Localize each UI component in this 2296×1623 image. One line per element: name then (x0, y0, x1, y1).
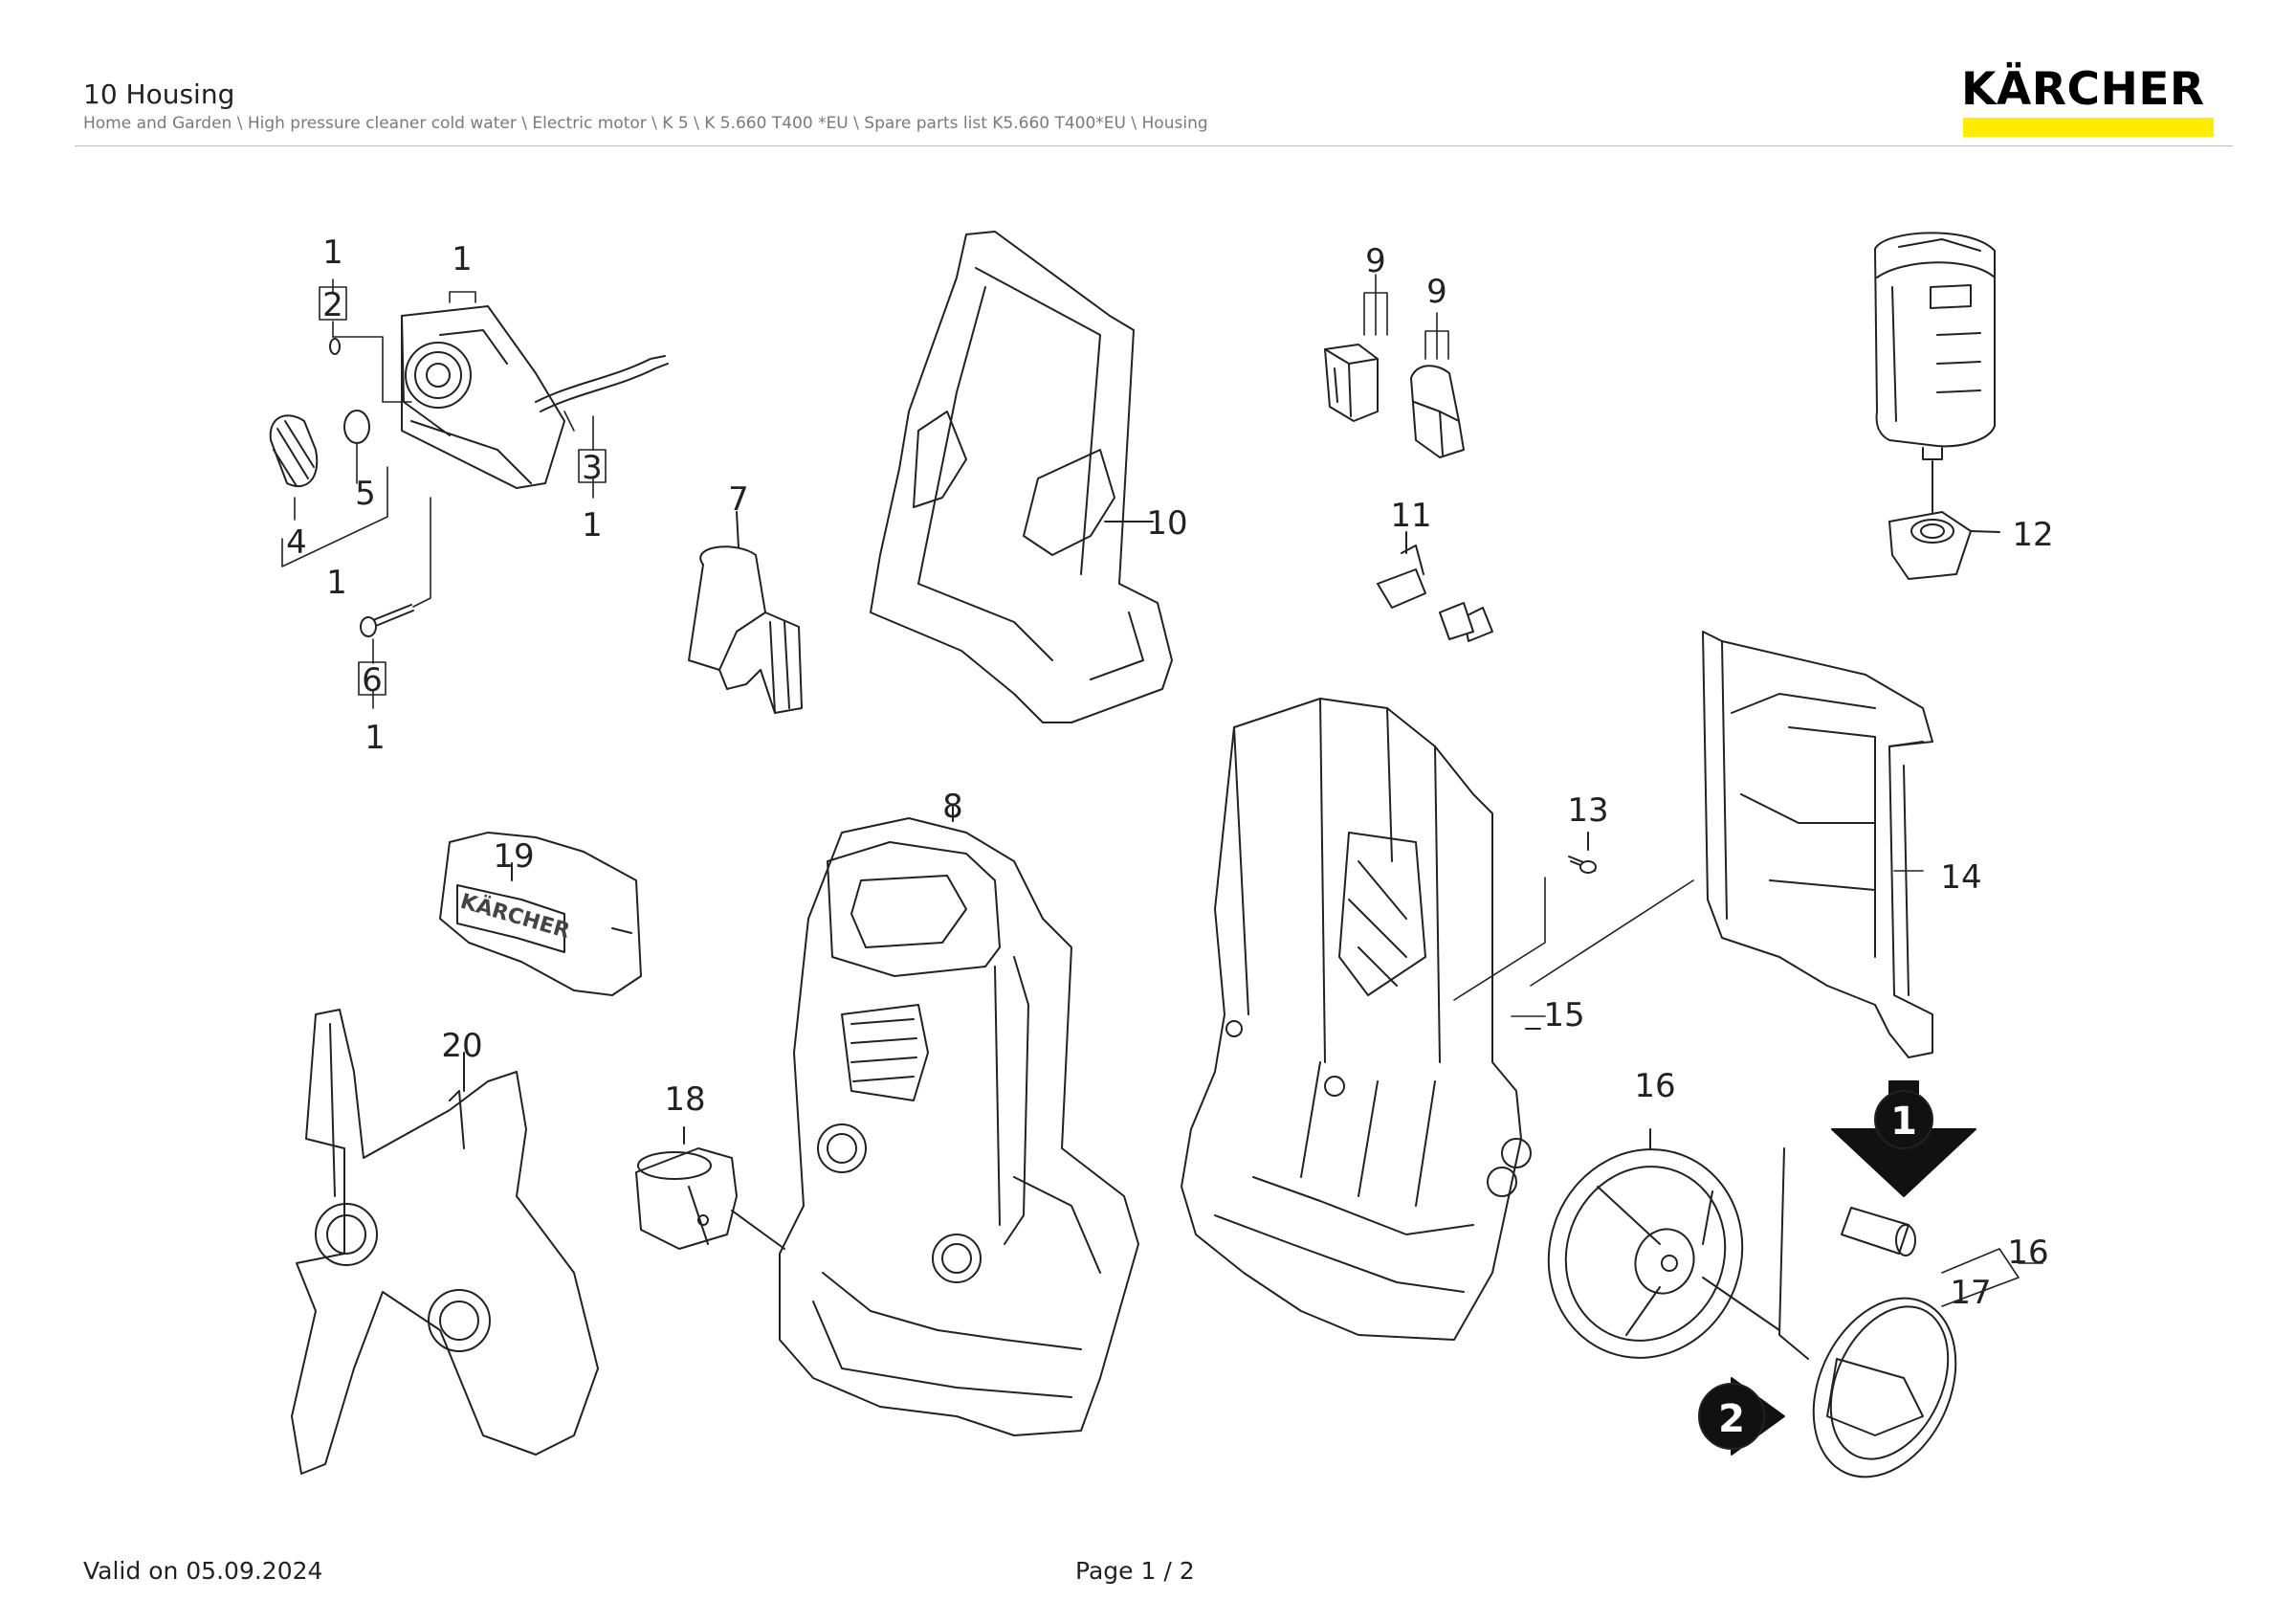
leader-lines-group-a (281, 278, 594, 709)
small-ring-part (329, 338, 341, 355)
part-16-wheel (1547, 1128, 1780, 1359)
marker-1-label: 1 (1890, 1100, 1917, 1144)
callout-9-right: 9 (1426, 273, 1447, 311)
callout-9-left: 9 (1365, 242, 1386, 280)
callout-5: 5 (355, 475, 376, 513)
part-18-cover (635, 1126, 785, 1250)
callout-17: 17 (1950, 1274, 1991, 1312)
part-11-fittings (1377, 531, 1493, 642)
callout-2: 2 (322, 286, 343, 324)
part-20-front-panel (291, 1009, 599, 1475)
callout-6: 6 (362, 661, 383, 700)
part-8-main-body (779, 806, 1139, 1436)
part-13-screw (1568, 832, 1597, 874)
callout-6-box (358, 661, 386, 696)
callout-1-left: 1 (326, 564, 347, 602)
callout-10: 10 (1146, 504, 1187, 543)
screw-part (360, 604, 414, 637)
part-14-rear-cover (1702, 631, 1933, 1058)
callout-4: 4 (286, 523, 307, 562)
callout-7: 7 (728, 480, 749, 519)
part-17-hubcap (1812, 1297, 1957, 1478)
callout-8: 8 (942, 788, 963, 826)
header-divider (75, 145, 2233, 146)
callout-3: 3 (582, 449, 603, 487)
callout-20: 20 (441, 1027, 482, 1065)
part-10-handle-frame (870, 231, 1173, 723)
o-ring-part (343, 410, 370, 444)
direction-marker-2: 2 (1698, 1377, 1785, 1456)
callout-2-box (319, 286, 347, 321)
callout-16-cap: 16 (2007, 1234, 2048, 1272)
part-7 (688, 511, 803, 714)
valid-date: Valid on 05.09.2024 (83, 1557, 323, 1585)
page-title: 10 Housing (83, 78, 235, 110)
page-header: 10 Housing Home and Garden \ High pressu… (0, 0, 2296, 153)
inlet-housing-part (401, 305, 669, 489)
brand-yellow-bar (1963, 118, 2214, 137)
callout-18: 18 (664, 1080, 705, 1119)
brand-wordmark: KÄRCHER (1961, 63, 2205, 116)
callout-15: 15 (1543, 996, 1584, 1034)
direction-marker-1: 1 (1831, 1080, 1976, 1197)
page-number: Page 1 / 2 (1075, 1557, 1195, 1585)
part-12-adapter (1888, 460, 2000, 580)
part-16-hub-pin (1778, 1147, 1916, 1360)
part-9-clip-right (1410, 365, 1465, 458)
callout-19: 19 (493, 837, 534, 876)
callout-3-box (578, 449, 607, 483)
callout-1-hose: 1 (582, 506, 603, 545)
callout-11: 11 (1390, 497, 1431, 535)
leader-lines-15 (1453, 870, 1924, 1017)
marker-2-label: 2 (1718, 1397, 1745, 1441)
part-19-emblem-panel: KÄRCHER (439, 832, 642, 996)
callout-14: 14 (1940, 858, 1981, 897)
leader-lines-9 (1363, 274, 1449, 360)
part-15-chassis (1181, 698, 1541, 1341)
inlet-cap-part (269, 414, 319, 488)
callout-1-top: 1 (322, 233, 343, 272)
callout-12: 12 (2012, 516, 2053, 554)
breadcrumb: Home and Garden \ High pressure cleaner … (83, 114, 1208, 133)
part-9-clip-left (1324, 344, 1379, 422)
part-12-detergent-bottle (1874, 232, 1996, 460)
callout-1-screw: 1 (364, 719, 386, 757)
callout-1-housing: 1 (452, 240, 473, 278)
leader-lines-17 (1941, 1248, 2043, 1307)
callout-16-wheel: 16 (1634, 1067, 1675, 1105)
callout-13: 13 (1567, 791, 1608, 830)
